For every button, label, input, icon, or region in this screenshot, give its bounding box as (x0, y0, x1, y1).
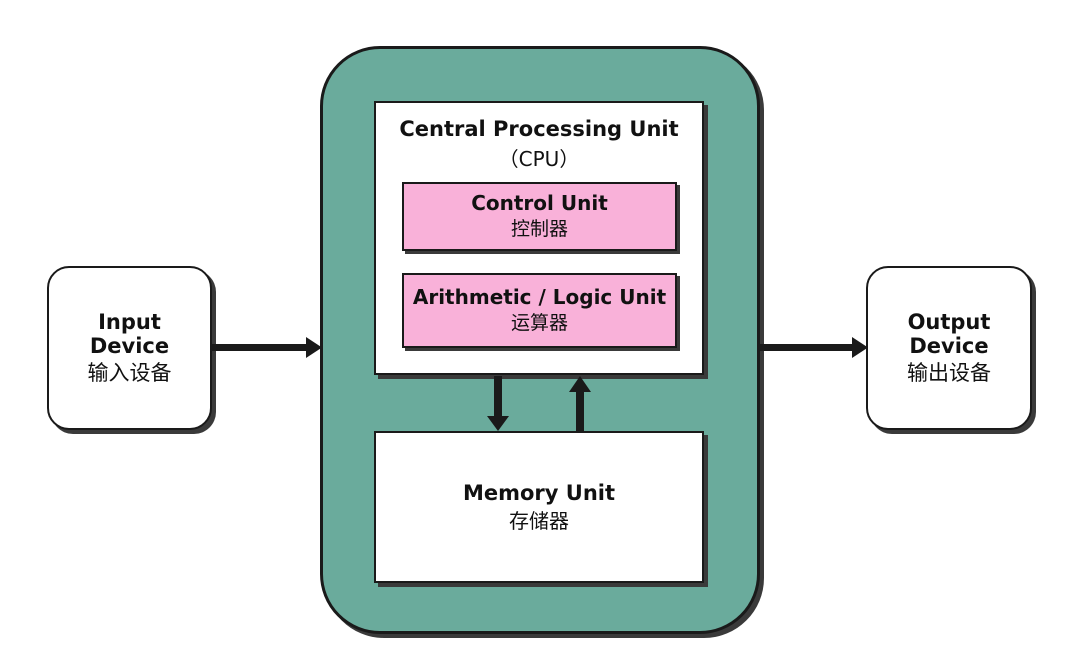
memory-unit-box: Memory Unit 存储器 (374, 431, 704, 583)
input-device-box: Input Device 输入设备 (47, 266, 212, 430)
arrow-computer-to-output (760, 337, 868, 358)
control-unit-box: Control Unit 控制器 (402, 182, 677, 251)
output-device-title-line1: Output (907, 309, 991, 334)
input-device-title-line1: Input (98, 309, 161, 334)
output-device-box: Output Device 输出设备 (866, 266, 1032, 430)
alu-box: Arithmetic / Logic Unit 运算器 (402, 273, 677, 348)
memory-unit-subtitle: 存储器 (509, 509, 569, 534)
control-unit-subtitle: 控制器 (510, 217, 568, 240)
cpu-abbreviation: （CPU） (498, 147, 580, 171)
alu-title: Arithmetic / Logic Unit (412, 285, 667, 310)
alu-subtitle: 运算器 (510, 311, 568, 334)
input-device-subtitle: 输入设备 (87, 361, 172, 386)
control-unit-title: Control Unit (471, 191, 608, 216)
output-device-title-line2: Device (909, 334, 989, 359)
cpu-title: Central Processing Unit (399, 117, 679, 141)
memory-unit-title: Memory Unit (462, 480, 616, 505)
arrow-input-to-computer (212, 337, 322, 358)
output-device-subtitle: 输出设备 (907, 361, 991, 386)
input-device-title-line2: Device (89, 334, 170, 359)
